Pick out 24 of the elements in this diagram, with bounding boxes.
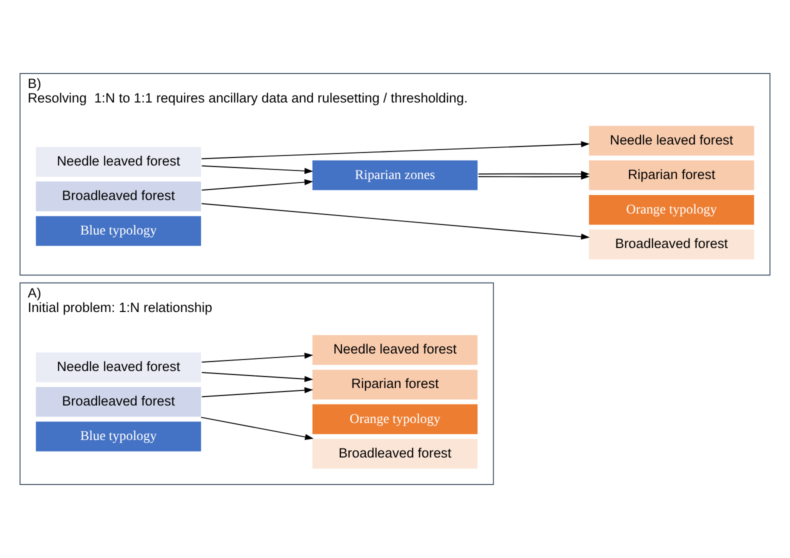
node-box: Needle leaved forest	[311, 334, 479, 366]
node-box: Riparian forest	[311, 368, 479, 400]
arrow	[201, 179, 314, 191]
node-box: Needle leaved forest	[34, 352, 202, 384]
node-box: Broadleaved forest	[34, 386, 202, 418]
node-box: Broadleaved forest	[34, 180, 202, 212]
arrow	[200, 416, 314, 440]
arrow	[201, 141, 590, 160]
node-box: Blue typology	[34, 215, 202, 247]
arrow	[478, 170, 590, 177]
node-box: Broadleaved forest	[311, 438, 479, 470]
node-box: Needle leaved forest	[34, 146, 202, 178]
node-box: Riparian forest	[588, 159, 756, 192]
arrow	[201, 352, 314, 363]
arrow	[201, 387, 314, 398]
node-box: Orange typology	[311, 403, 479, 436]
node-box: Broadleaved forest	[588, 228, 756, 260]
node-box: Riparian zones	[311, 159, 479, 192]
node-box: Needle leaved forest	[588, 124, 756, 157]
arrow	[201, 372, 314, 382]
node-box: Orange typology	[588, 194, 756, 226]
arrow	[201, 165, 314, 174]
arrow	[201, 203, 590, 240]
node-box: Blue typology	[34, 420, 202, 452]
